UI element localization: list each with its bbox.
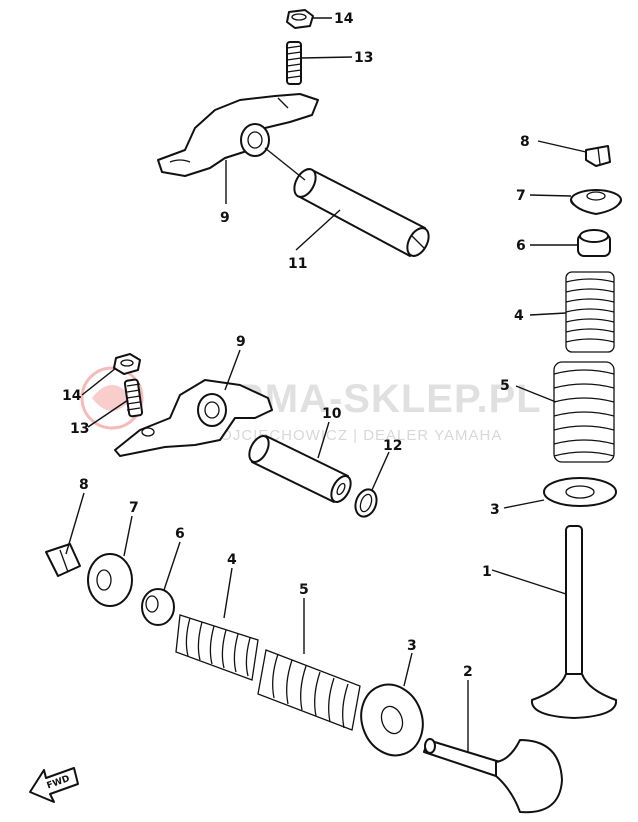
upper-rocker-assembly	[157, 9, 430, 257]
fwd-arrow-icon: FWD	[29, 767, 79, 803]
callout-14-top: 14	[334, 11, 354, 27]
callout-8-left: 8	[79, 477, 89, 493]
callout-3-left: 3	[407, 638, 417, 654]
valve-stem-seal-right	[577, 229, 611, 257]
callout-1: 1	[482, 564, 492, 580]
callout-12: 12	[383, 438, 402, 454]
callout-4-left: 4	[227, 552, 237, 568]
callout-8-right: 8	[520, 134, 530, 150]
spring-seat-left	[360, 683, 424, 757]
inner-spring-right	[565, 271, 615, 353]
adjuster-screw-top	[286, 41, 302, 85]
callout-9-mid: 9	[236, 334, 246, 350]
exhaust-valve	[423, 738, 563, 814]
callout-10: 10	[322, 406, 342, 422]
callout-labels: 14 13 9 11 8 7 6 4 5 3 1 9 14 13 10 12 8…	[62, 11, 530, 680]
callout-5-left: 5	[299, 582, 309, 598]
leader-lines	[65, 17, 587, 752]
bottom-valve-stack	[45, 543, 563, 814]
callout-14-mid: 14	[62, 388, 82, 404]
callout-13-top: 13	[354, 50, 373, 66]
callout-13-mid: 13	[70, 421, 89, 437]
spring-retainer-left	[87, 553, 133, 607]
inner-spring-left	[175, 614, 259, 681]
spring-retainer-right	[570, 189, 622, 215]
callout-11: 11	[288, 256, 307, 272]
middle-rocker-assembly	[113, 353, 378, 518]
callout-6-right: 6	[516, 238, 526, 254]
outer-spring-left	[257, 649, 361, 731]
rocker-arm-mid	[114, 379, 273, 457]
outer-spring-right	[553, 361, 615, 463]
rocker-shaft-mid	[248, 435, 352, 503]
callout-3-right: 3	[490, 502, 500, 518]
callout-4-right: 4	[514, 308, 524, 324]
watermark-subtitle: WOJCIECHOWICZ | DEALER YAMAHA	[205, 427, 502, 444]
intake-valve	[530, 525, 618, 719]
callout-6-left: 6	[175, 526, 185, 542]
valve-stem-seal-left	[141, 588, 175, 626]
callout-2: 2	[463, 664, 473, 680]
callout-7-right: 7	[516, 188, 526, 204]
o-ring	[354, 488, 378, 518]
lock-nut-mid	[113, 353, 141, 375]
callout-5-right: 5	[500, 378, 510, 394]
callout-7-left: 7	[129, 500, 139, 516]
callout-9-top: 9	[220, 210, 230, 226]
adjuster-screw-mid	[123, 378, 144, 418]
rocker-arm-top	[157, 93, 319, 177]
valve-cotter-right	[585, 145, 611, 167]
right-valve-stack	[530, 145, 622, 719]
spring-seat-right	[543, 477, 617, 507]
lock-nut-top	[286, 9, 314, 29]
rocker-shaft-top	[293, 168, 430, 257]
valve-cotter-left	[45, 543, 81, 577]
